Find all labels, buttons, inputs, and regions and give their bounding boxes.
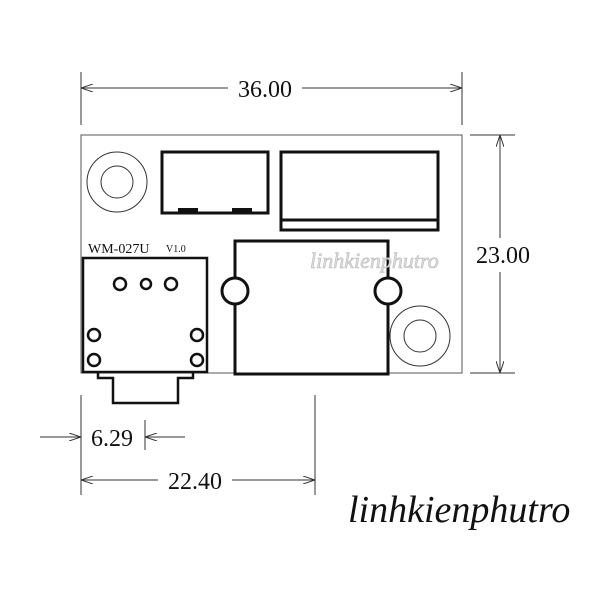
height-value: 23.00 xyxy=(476,243,530,269)
watermark-signature: linhkienphutro xyxy=(348,489,570,531)
jack-offset-value: 6.29 xyxy=(91,426,133,452)
usb-connector xyxy=(81,256,209,405)
dimension-width xyxy=(80,72,463,125)
mounting-hole-right xyxy=(389,305,451,367)
mounting-hole-left xyxy=(86,151,148,213)
transformer-block xyxy=(220,239,403,376)
dimension-height xyxy=(470,134,515,374)
component-small xyxy=(160,150,270,215)
width-value: 36.00 xyxy=(238,77,292,103)
watermark-overlay: linhkienphutro xyxy=(310,248,439,273)
dimension-jack-edge xyxy=(81,395,316,495)
version-label: V1.0 xyxy=(166,244,186,255)
jack-edge-value: 22.40 xyxy=(168,469,222,495)
component-large xyxy=(279,150,440,232)
model-label: WM-027U xyxy=(88,242,149,257)
